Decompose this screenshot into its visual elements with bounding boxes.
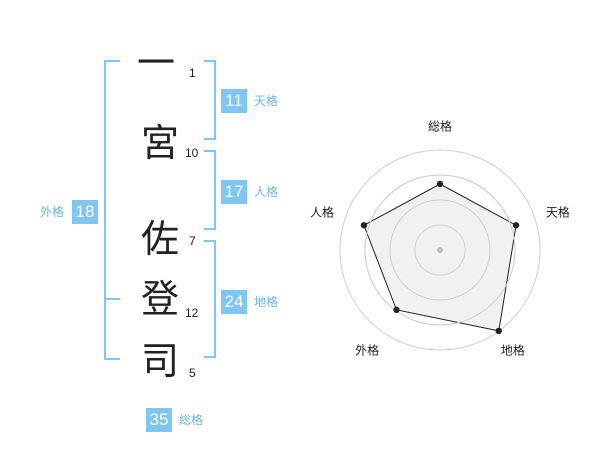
name-char-4: 登 [140, 277, 179, 321]
gaikaku-bracket [104, 60, 120, 360]
name-char-5: 司 [140, 339, 179, 383]
stroke-count-2: 10 [185, 146, 199, 160]
radar-point-2 [512, 222, 520, 229]
stroke-count-4: 12 [185, 306, 199, 320]
stroke-count-5: 5 [189, 366, 196, 380]
radar-center-point [437, 247, 443, 253]
gaikaku-badge: 18 [72, 200, 98, 224]
radar-point-5 [360, 222, 368, 229]
tenkaku-label: 天格 [254, 94, 279, 108]
radar-point-4 [393, 306, 400, 314]
radar-series-polygon [363, 183, 517, 332]
stroke-count-1: 1 [189, 66, 196, 80]
radar-axis-label-1: 総格 [427, 119, 453, 134]
soukaku-label: 総格 [179, 413, 204, 427]
radar-axis-label-5: 人格 [310, 205, 335, 220]
radar-ring-4 [339, 149, 541, 351]
name-char-3: 佐 [140, 217, 179, 261]
stroke-count-3: 7 [189, 234, 196, 248]
tenkaku-badge: 11 [221, 89, 247, 113]
jinkaku-bracket [204, 150, 216, 230]
jinkaku-badge: 17 [221, 180, 247, 204]
chikaku-label: 地格 [254, 295, 279, 309]
radar-inner-ring-1 [414, 224, 466, 276]
radar-point-3 [495, 327, 502, 335]
radar-point-1 [436, 180, 444, 188]
radar-axis-label-4: 外格 [355, 343, 380, 358]
gaikaku-label: 外格 [40, 205, 65, 219]
jinkaku-split-line [104, 298, 120, 300]
chikaku-badge: 24 [221, 290, 247, 314]
tenkaku-bracket [204, 60, 216, 140]
radar-inner-ring-3 [364, 174, 516, 326]
jinkaku-label: 人格 [254, 185, 279, 199]
chikaku-bracket [204, 240, 216, 358]
soukaku-badge: 35 [146, 408, 172, 432]
radar-axis-label-2: 天格 [545, 205, 570, 220]
name-char-1: 一 [136, 41, 175, 85]
radar-axis-label-3: 地格 [500, 343, 525, 358]
name-char-2: 宮 [140, 121, 179, 165]
radar-inner-ring-2 [389, 199, 491, 301]
